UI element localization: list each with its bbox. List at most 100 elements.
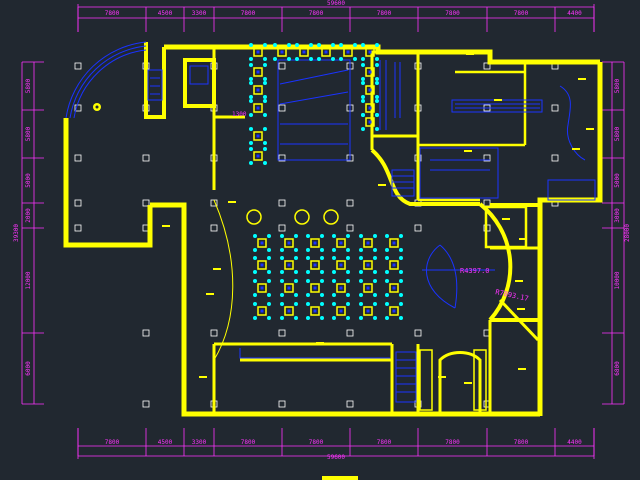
- dimension-segment-label: 3300: [192, 10, 207, 17]
- dimension-segment-label: 5800: [614, 78, 621, 93]
- dining-booths: [147, 59, 351, 161]
- room-tag: [464, 150, 472, 152]
- room-tag: [502, 218, 510, 220]
- table-cluster: [253, 302, 271, 320]
- dimension-segment-label: 5800: [614, 126, 621, 141]
- table-cluster: [249, 63, 267, 81]
- round-bar: [422, 202, 540, 342]
- dimension-segment-label: 7800: [514, 439, 529, 446]
- dimension-segment-label: 4400: [567, 10, 582, 17]
- table-cluster: [339, 43, 357, 61]
- room-tag: [162, 225, 170, 227]
- room-tag: [228, 201, 236, 203]
- column-marker: [142, 329, 150, 337]
- room-tag: [213, 268, 221, 270]
- column-marker: [346, 199, 354, 207]
- right-total-dimension: 28000: [624, 224, 631, 242]
- dimension-segment-label: 5000: [25, 173, 32, 188]
- dimension-segment-label: 7800: [241, 439, 256, 446]
- column-marker: [142, 199, 150, 207]
- column-marker: [74, 62, 82, 70]
- table-cluster: [385, 302, 403, 320]
- column-marker: [74, 199, 82, 207]
- table-cluster: [295, 43, 313, 61]
- room-tag: [518, 368, 526, 370]
- bottom-total-dimension: 59600: [327, 454, 345, 461]
- table-cluster: [332, 279, 350, 297]
- top-total-dimension: 59600: [327, 0, 345, 7]
- column-marker: [142, 154, 150, 162]
- outer-walls: [63, 42, 603, 417]
- column-marker: [278, 329, 286, 337]
- table-cluster: [361, 43, 379, 61]
- column-marker: [346, 329, 354, 337]
- column-marker: [346, 224, 354, 232]
- column-marker: [278, 199, 286, 207]
- table-cluster: [306, 302, 324, 320]
- top-right-rooms: [418, 62, 596, 202]
- table-cluster: [306, 234, 324, 252]
- dimension-segment-label: 5800: [25, 78, 32, 93]
- dining-tables: [249, 43, 403, 320]
- room-tag: [578, 78, 586, 80]
- room-tag: [519, 238, 527, 240]
- column-marker: [74, 154, 82, 162]
- table-cluster: [253, 234, 271, 252]
- column-marker: [74, 104, 82, 112]
- radius-label-large: R4397.0: [460, 267, 490, 275]
- dimension-segment-label: 5800: [25, 126, 32, 141]
- dimension-segment-label: 4500: [158, 439, 173, 446]
- table-cluster: [332, 256, 350, 274]
- table-cluster: [306, 256, 324, 274]
- column-marker: [278, 154, 286, 162]
- column-marker: [74, 224, 82, 232]
- dimension-segment-label: 5000: [614, 173, 621, 188]
- column-marker: [210, 224, 218, 232]
- room-tags: [162, 53, 594, 384]
- room-tag: [316, 342, 324, 344]
- staircase-core: [370, 50, 480, 206]
- column-marker: [346, 400, 354, 408]
- table-cluster: [249, 43, 267, 61]
- small-dimension-label: 1300: [232, 111, 247, 118]
- dimension-segment-label: 4500: [158, 10, 173, 17]
- table-cluster: [249, 127, 267, 145]
- table-cluster: [385, 234, 403, 252]
- table-cluster: [306, 279, 324, 297]
- room-tag: [494, 99, 502, 101]
- table-cluster: [280, 234, 298, 252]
- column-marker: [278, 104, 286, 112]
- room-tag: [206, 293, 214, 295]
- room-tag: [464, 382, 472, 384]
- left-total-dimension: 39300: [13, 224, 20, 242]
- dimension-segment-label: 7800: [514, 10, 529, 17]
- room-tag: [517, 308, 525, 310]
- dimension-segment-label: 10000: [614, 271, 621, 289]
- table-cluster: [253, 256, 271, 274]
- table-cluster: [385, 279, 403, 297]
- table-cluster: [280, 256, 298, 274]
- dimension-segment-label: 2000: [25, 208, 32, 223]
- table-cluster: [280, 279, 298, 297]
- round-tables: [246, 209, 339, 225]
- column-marker: [551, 154, 559, 162]
- room-tag: [438, 376, 446, 378]
- dimension-segment-label: 7800: [309, 10, 324, 17]
- table-cluster: [249, 81, 267, 99]
- table-cluster: [332, 302, 350, 320]
- room-tag: [586, 128, 594, 130]
- room-tag: [378, 184, 386, 186]
- table-cluster: [317, 43, 335, 61]
- table-cluster: [249, 99, 267, 117]
- dimension-segment-label: 7800: [105, 10, 120, 17]
- dimension-segment-label: 7800: [105, 439, 120, 446]
- dimension-segment-label: 6800: [614, 361, 621, 376]
- bottom-marker: [322, 476, 358, 480]
- column-marker: [483, 199, 491, 207]
- table-cluster: [385, 256, 403, 274]
